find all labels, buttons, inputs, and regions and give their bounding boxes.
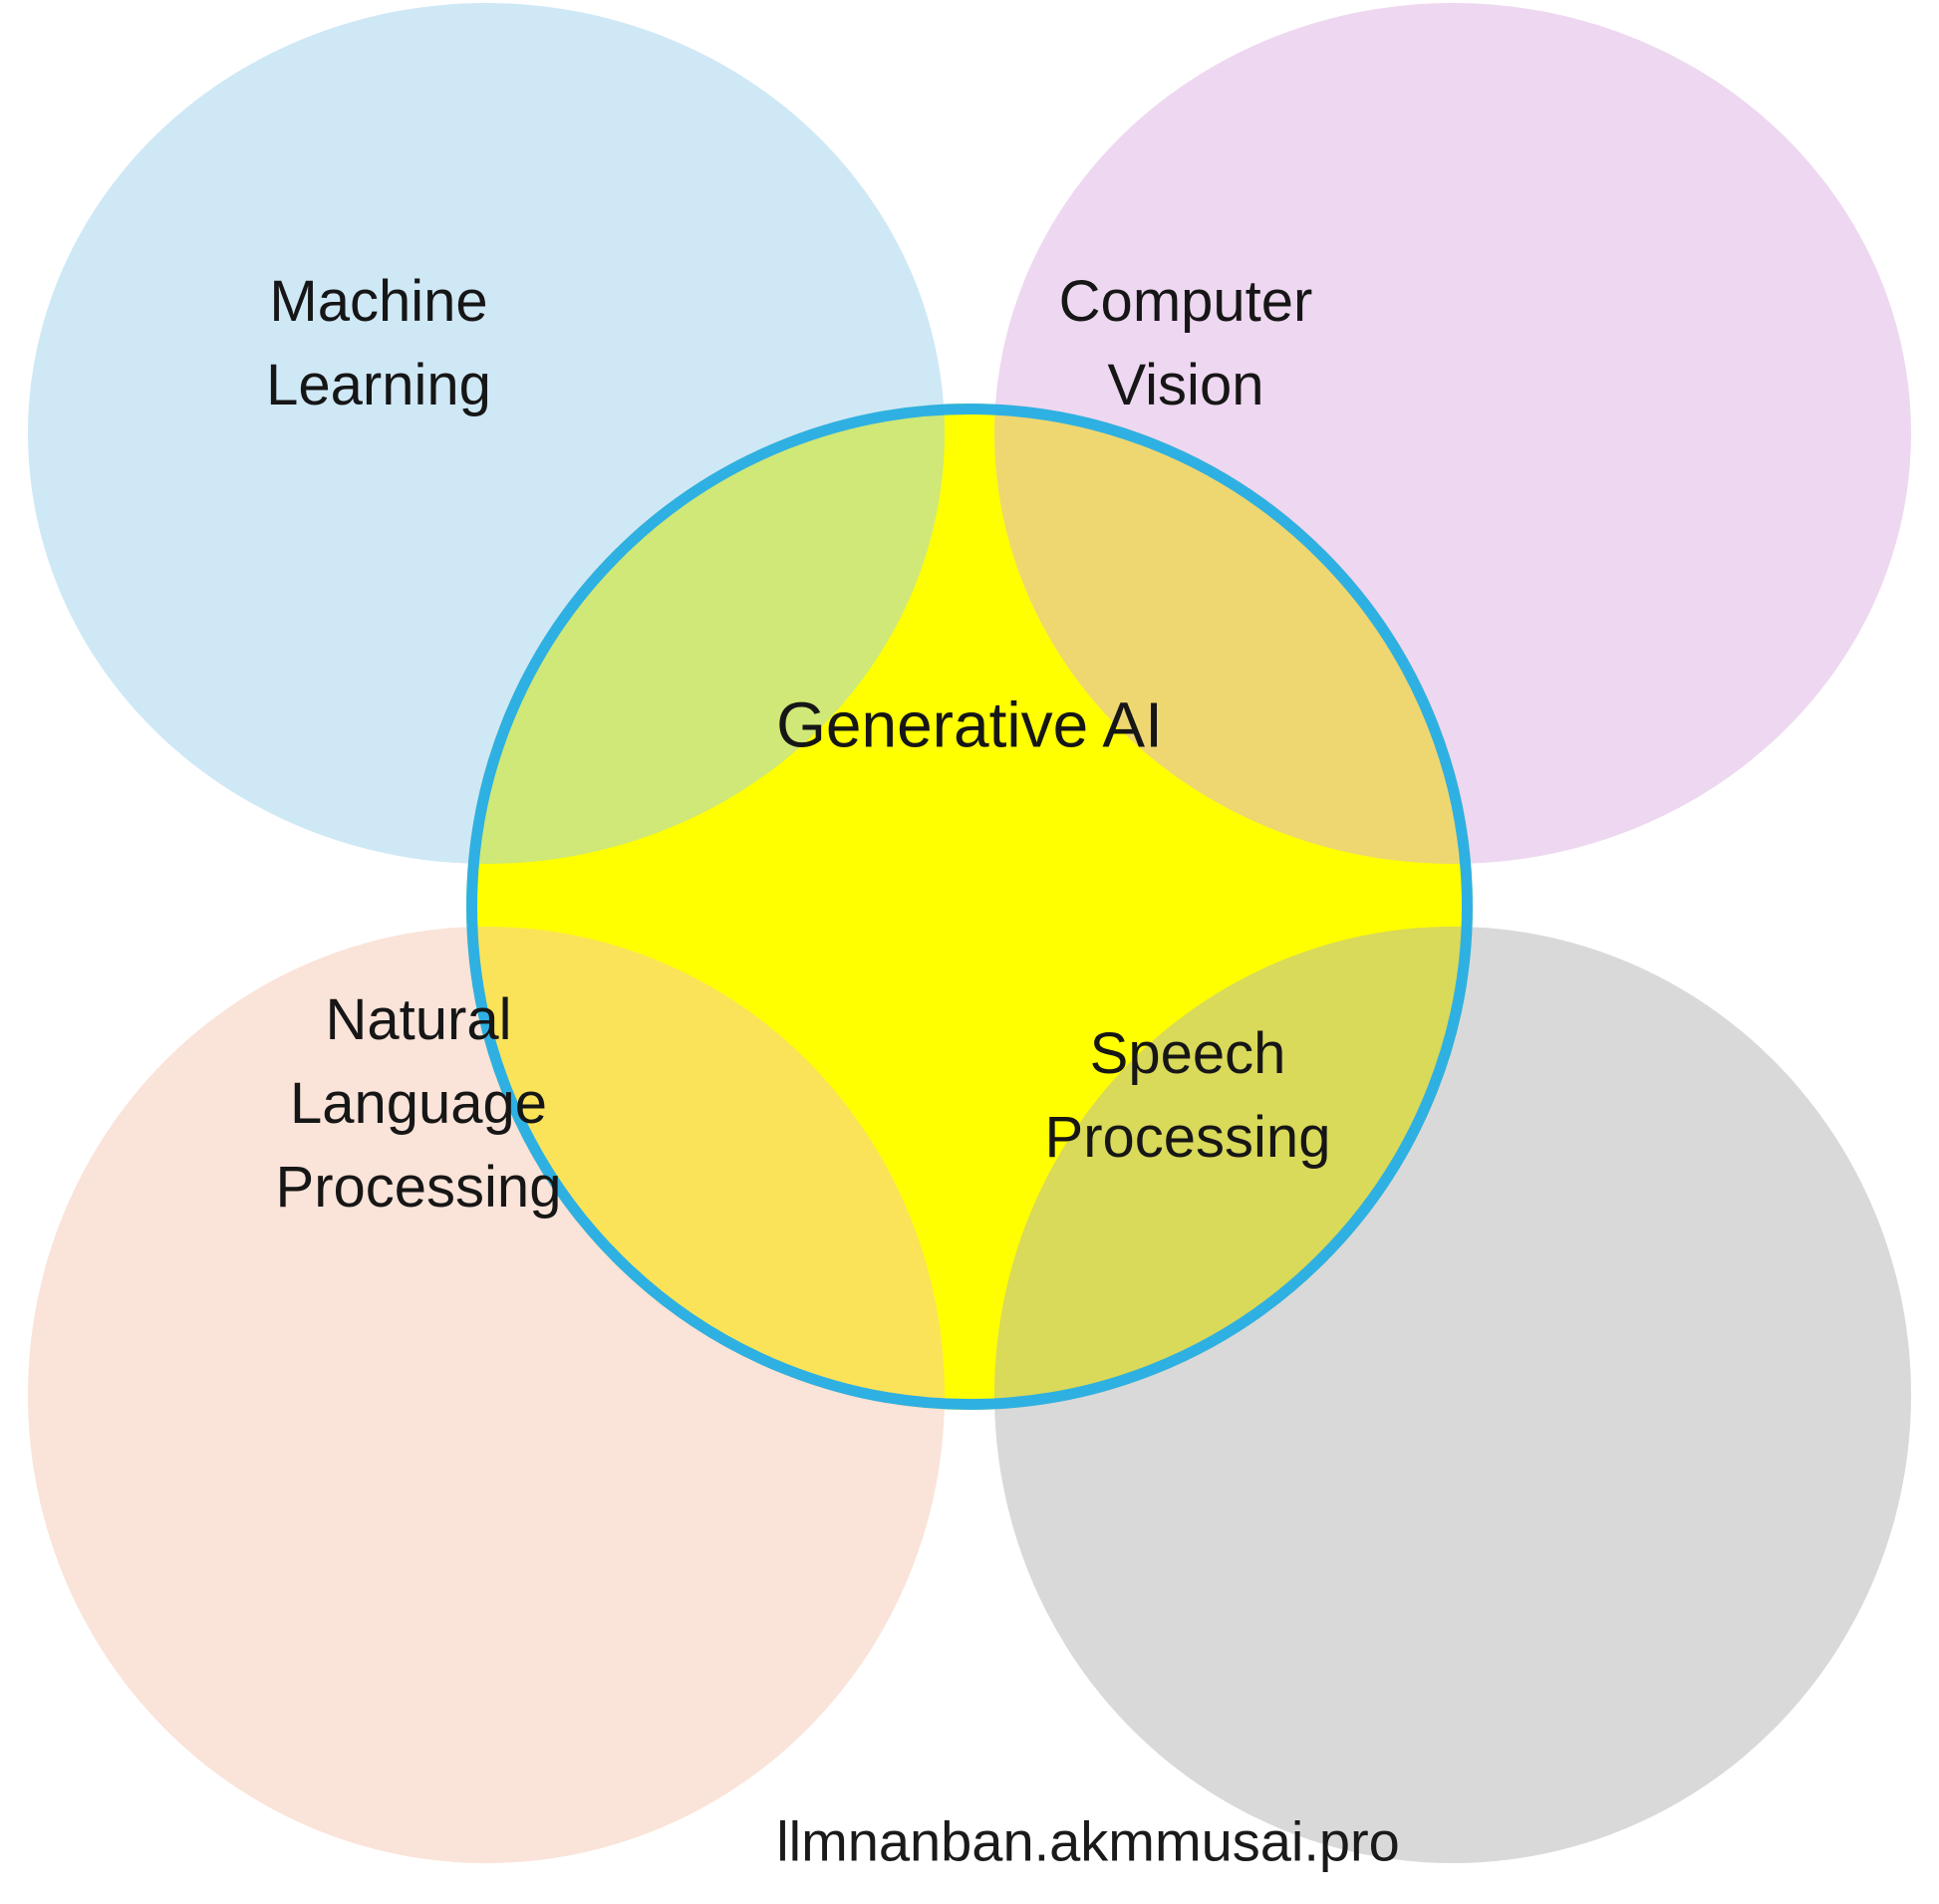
- speech-processing-label: Speech Processing: [1044, 1020, 1331, 1170]
- computer-vision-label: Computer Vision: [1058, 268, 1313, 417]
- generative-ai-circle-border: [466, 404, 1473, 1410]
- natural-language-processing-label: Natural Language Processing: [275, 986, 562, 1221]
- machine-learning-label: Machine Learning: [266, 268, 491, 417]
- watermark-text: llmnanban.akmmusai.pro: [776, 1809, 1400, 1873]
- generative-ai-label: Generative AI: [776, 688, 1163, 761]
